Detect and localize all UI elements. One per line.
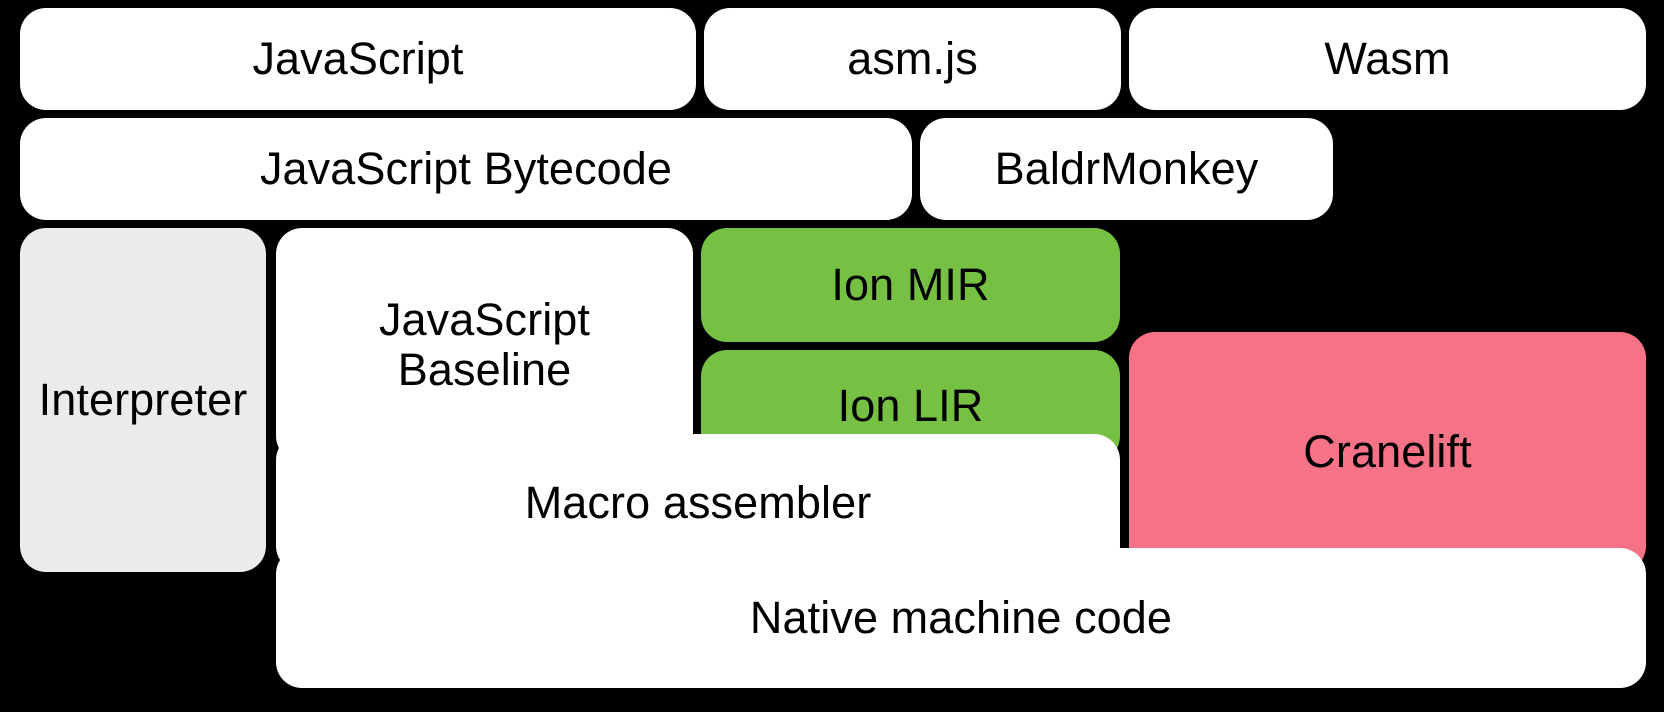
node-javascript-baseline[interactable]: JavaScript Baseline (276, 228, 693, 462)
node-baldrmonkey[interactable]: BaldrMonkey (920, 118, 1333, 220)
node-wasm[interactable]: Wasm (1129, 8, 1646, 110)
node-asm-js[interactable]: asm.js (704, 8, 1121, 110)
node-label-wasm: Wasm (1324, 32, 1451, 84)
node-label-javascript: JavaScript (252, 32, 464, 84)
node-label-cranelift: Cranelift (1303, 425, 1472, 477)
node-label-baldrmonkey: BaldrMonkey (994, 142, 1259, 194)
node-cranelift[interactable]: Cranelift (1129, 332, 1646, 572)
node-label-javascript-baseline: JavaScript Baseline (378, 293, 591, 395)
node-ion-mir[interactable]: Ion MIR (701, 228, 1120, 342)
node-native-machine-code[interactable]: Native machine code (276, 548, 1646, 688)
node-label-ion-mir: Ion MIR (831, 258, 990, 310)
node-label-javascript-bytecode: JavaScript Bytecode (259, 142, 673, 194)
node-interpreter[interactable]: Interpreter (20, 228, 266, 572)
node-label-ion-lir: Ion LIR (837, 379, 984, 431)
node-label-native-machine-code: Native machine code (749, 591, 1173, 643)
node-label-macro-assembler: Macro assembler (524, 476, 872, 528)
node-label-asm-js: asm.js (847, 32, 978, 84)
node-javascript[interactable]: JavaScript (20, 8, 696, 110)
node-label-interpreter: Interpreter (38, 373, 248, 425)
node-javascript-bytecode[interactable]: JavaScript Bytecode (20, 118, 912, 220)
